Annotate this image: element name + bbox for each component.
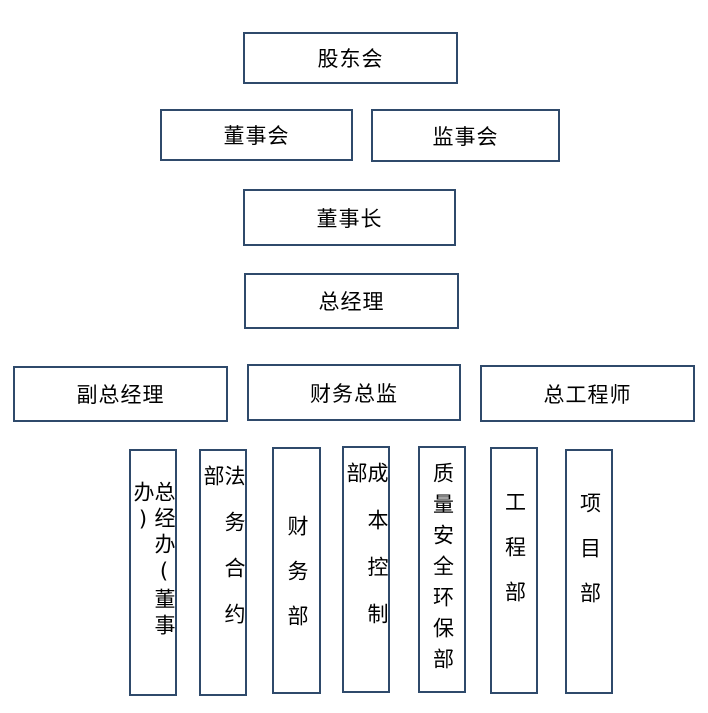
legal-contracts-dept-label: 法务合约部 xyxy=(201,465,246,649)
finance-dept-label: 财务部 xyxy=(285,515,309,650)
shareholders-meeting-label: 股东会 xyxy=(317,47,384,71)
quality-safety-env-dept-box: 质量安全环保部 xyxy=(418,446,466,693)
chief-engineer-box: 总工程师 xyxy=(480,365,695,422)
cfo-box: 财务总监 xyxy=(247,364,461,421)
gm-office-label: 总经办(董事办) xyxy=(131,481,176,640)
board-of-directors-box: 董事会 xyxy=(160,109,353,161)
deputy-gm-label: 副总经理 xyxy=(76,383,165,407)
deputy-gm-box: 副总经理 xyxy=(13,366,228,422)
gm-office-box: 总经办(董事办) xyxy=(129,449,177,696)
finance-dept-box: 财务部 xyxy=(272,447,321,694)
chief-engineer-label: 总工程师 xyxy=(543,382,632,407)
project-dept-label: 项目部 xyxy=(577,492,602,627)
supervisory-board-label: 监事会 xyxy=(432,124,499,149)
chairman-box: 董事长 xyxy=(243,189,456,246)
supervisory-board-box: 监事会 xyxy=(371,109,560,162)
general-manager-label: 总经理 xyxy=(318,290,385,314)
general-manager-box: 总经理 xyxy=(244,273,459,329)
engineering-dept-box: 工程部 xyxy=(490,447,538,694)
shareholders-meeting-box: 股东会 xyxy=(243,32,458,84)
board-of-directors-label: 董事会 xyxy=(223,124,290,148)
cost-control-dept-box: 成本控制部 xyxy=(342,446,390,693)
project-dept-box: 项目部 xyxy=(565,449,613,694)
cfo-label: 财务总监 xyxy=(310,381,398,406)
engineering-dept-label: 工程部 xyxy=(502,491,527,626)
cost-control-dept-label: 成本控制部 xyxy=(344,462,389,650)
chairman-label: 董事长 xyxy=(316,206,383,231)
quality-safety-env-dept-label: 质量安全环保部 xyxy=(430,462,455,679)
legal-contracts-dept-box: 法务合约部 xyxy=(199,449,247,696)
